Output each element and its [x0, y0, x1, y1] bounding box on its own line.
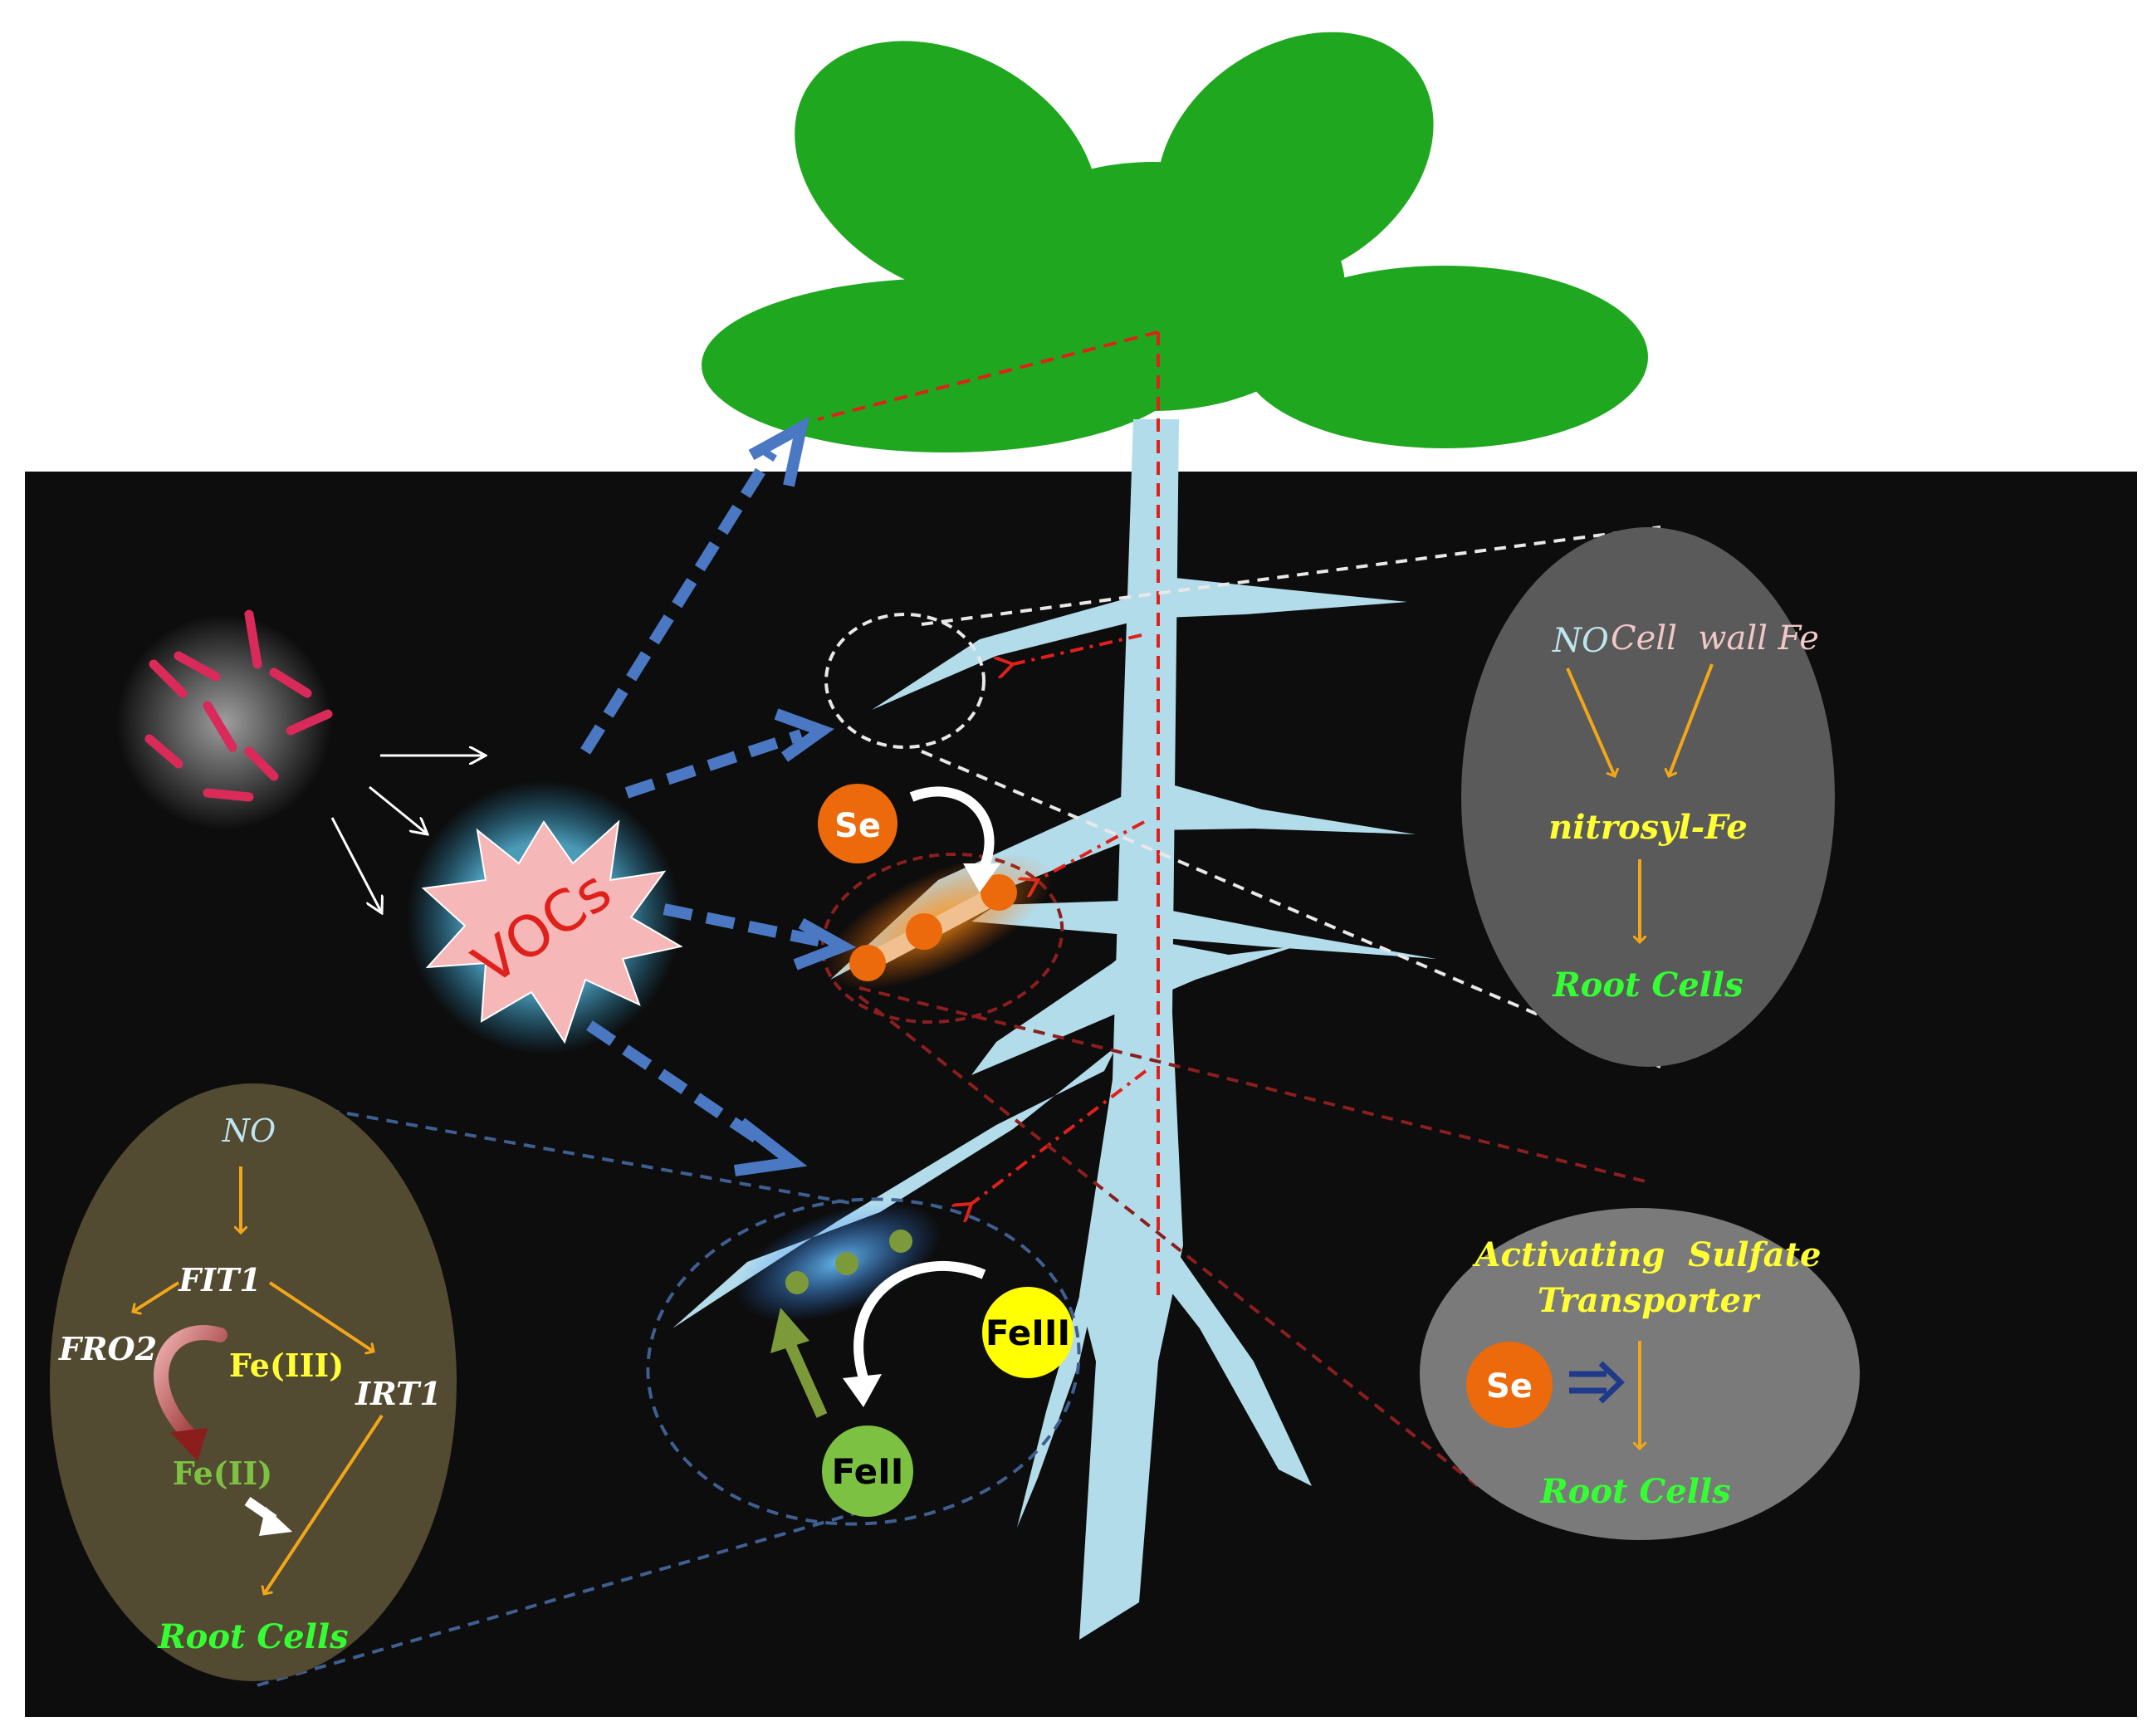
magnifier-region-top [824, 613, 985, 749]
bubble-tr-cell-wall-fe: Cell wall Fe [1611, 619, 1819, 658]
bubble-br-se: Se [1486, 1367, 1533, 1406]
bubble-br-double-arrow [1569, 1361, 1626, 1404]
vocs-burst: VOCs [407, 780, 683, 1054]
fe2-node-label: FeII [832, 1451, 904, 1492]
bubble-tr-root-cells: Root Cells [1552, 966, 1743, 1005]
se-uptake-segment [823, 853, 1054, 990]
bacteria-cluster [116, 609, 333, 830]
plant-leaves [702, 32, 1648, 452]
bubble-fit1-pathway: NO FIT1 FRO2 Fe(III) IRT1 Fe(II) Root Ce… [50, 1083, 457, 1681]
bubble-bl-root-cells: Root Cells [157, 1617, 348, 1656]
fe-uptake-segment [736, 1202, 941, 1322]
bacteria-to-vocs-arrows [330, 756, 486, 913]
bubble-sulfate-transporter: Activating Sulfate Transporter Se Root C… [1420, 1208, 1860, 1540]
bubble-nitrosyl-fe: NO Cell wall Fe nitrosyl-Fe Root Cells [1461, 527, 1835, 1067]
bubble-br-se-circle [1466, 1342, 1553, 1428]
bubble-tr-nitrosyl-fe: nitrosyl-Fe [1548, 808, 1748, 847]
se-node-label: Se [834, 807, 881, 845]
red-signal-lines [817, 330, 1160, 1303]
bubble-bl-reduction-arc [154, 1325, 227, 1461]
connector-lines [248, 526, 1661, 1687]
magnifier-region-bottom [646, 1197, 1081, 1526]
bubble-br-root-cells: Root Cells [1539, 1472, 1730, 1511]
fe3-node: FeIII [982, 1287, 1074, 1378]
bubble-bl-fro2: FRO2 [58, 1330, 157, 1367]
bubble-br-line2: Transporter [1538, 1281, 1761, 1320]
vocs-effect-arrowheads [734, 416, 857, 1176]
se-uptake-arrow [909, 786, 1000, 892]
fe2-node: FeII [822, 1425, 913, 1517]
bubble-bl-fe-ii: Fe(II) [173, 1455, 273, 1492]
bubble-tr-no: NO [1552, 622, 1609, 660]
fe3-node-label: FeIII [985, 1313, 1070, 1353]
bubble-bl-irt1: IRT1 [355, 1375, 441, 1412]
fe2-uptake-arrow [770, 1308, 828, 1418]
vocs-effect-arrows [580, 449, 828, 1151]
bubble-bl-fit1: FIT1 [178, 1261, 261, 1298]
fe-reduction-arrow [843, 1261, 986, 1407]
bubble-bl-white-arrow [244, 1497, 292, 1536]
se-node: Se [818, 784, 897, 863]
bubble-bl-fe-iii: Fe(III) [229, 1347, 344, 1384]
bubble-br-line1: Activating Sulfate [1471, 1235, 1821, 1274]
bubble-bl-no: NO [222, 1113, 276, 1149]
